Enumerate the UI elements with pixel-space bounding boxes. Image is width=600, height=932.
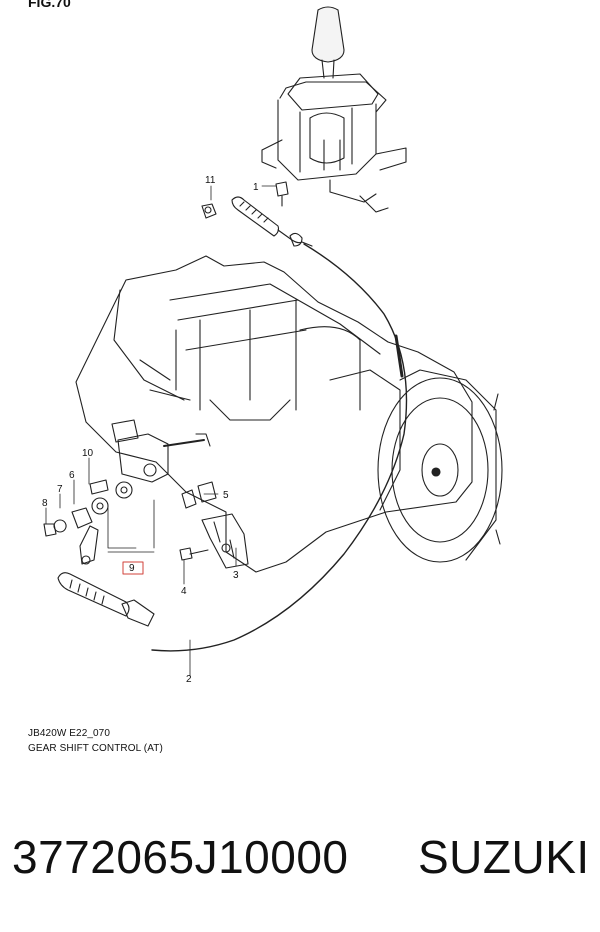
callout-3: 3 bbox=[233, 570, 239, 581]
callout-10: 10 bbox=[82, 448, 94, 459]
callout-5: 5 bbox=[223, 490, 229, 501]
selector-components bbox=[43, 419, 211, 565]
upper-bolt-and-nut bbox=[201, 181, 289, 219]
callout-11: 11 bbox=[205, 175, 216, 186]
exploded-parts-diagram: 1 2 3 4 5 6 7 8 9 10 11 bbox=[42, 6, 503, 685]
upper-cable-end bbox=[231, 196, 313, 247]
lower-cable-end bbox=[57, 572, 155, 627]
brand-name: SUZUKI bbox=[418, 831, 590, 883]
callout-9: 9 bbox=[129, 563, 135, 574]
callout-2: 2 bbox=[186, 674, 192, 685]
leader-lines bbox=[45, 185, 277, 677]
clip bbox=[181, 481, 217, 509]
transmission-housing bbox=[75, 255, 473, 573]
part-number: 3772065J10000 bbox=[12, 831, 349, 883]
callout-4: 4 bbox=[181, 586, 187, 597]
callout-1: 1 bbox=[253, 182, 259, 193]
bolt bbox=[179, 547, 209, 561]
figure-label: FIG.70 bbox=[28, 0, 71, 10]
diagram-code: JB420W E22_070 bbox=[28, 728, 111, 739]
product-info-band bbox=[0, 778, 600, 932]
highlight-box bbox=[122, 561, 144, 575]
shift-lever-assembly bbox=[261, 6, 407, 213]
callout-6: 6 bbox=[69, 470, 75, 481]
torque-converter bbox=[377, 369, 503, 563]
diagram-title: GEAR SHIFT CONTROL (AT) bbox=[28, 743, 163, 754]
cable-bracket bbox=[201, 513, 249, 569]
callout-7: 7 bbox=[57, 484, 63, 495]
gear-shift-cable bbox=[151, 243, 408, 652]
parts-diagram-panel: FIG.70 bbox=[28, 0, 503, 754]
callout-8: 8 bbox=[42, 498, 48, 509]
